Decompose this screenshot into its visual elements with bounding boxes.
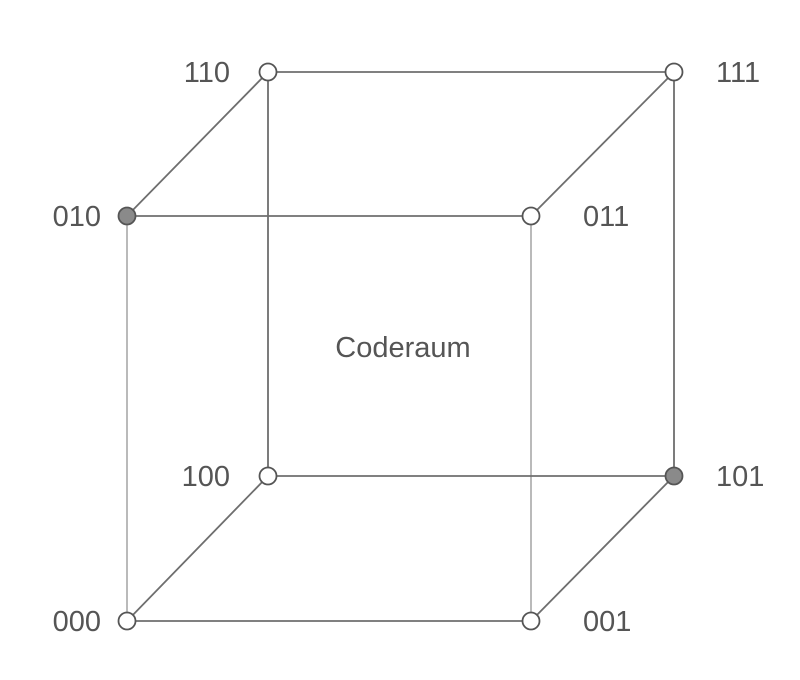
labels-layer: 000 001 010 011 100 101 110 111 [53,57,765,638]
center-label: Coderaum [335,332,470,364]
nodes-layer [117,62,684,631]
vertex-label-100: 100 [182,461,230,493]
edge-000-100 [126,475,269,622]
vertex-node-101 [664,466,684,486]
vertex-node-000 [117,611,137,631]
edge-011-111 [530,71,675,217]
vertex-node-110 [258,62,278,82]
vertex-label-101: 101 [716,461,764,493]
vertex-label-011: 011 [583,201,629,233]
vertex-label-111: 111 [716,57,760,89]
edge-001-101 [530,475,675,622]
vertex-node-001 [521,611,541,631]
vertex-node-111 [664,62,684,82]
vertex-label-010: 010 [53,201,101,233]
vertex-node-011 [521,206,541,226]
edges-layer [126,71,675,622]
vertex-label-110: 110 [184,57,230,89]
vertex-label-001: 001 [583,606,631,638]
vertex-node-010 [117,206,137,226]
edge-010-110 [126,71,269,217]
vertex-label-000: 000 [53,606,101,638]
vertex-node-100 [258,466,278,486]
